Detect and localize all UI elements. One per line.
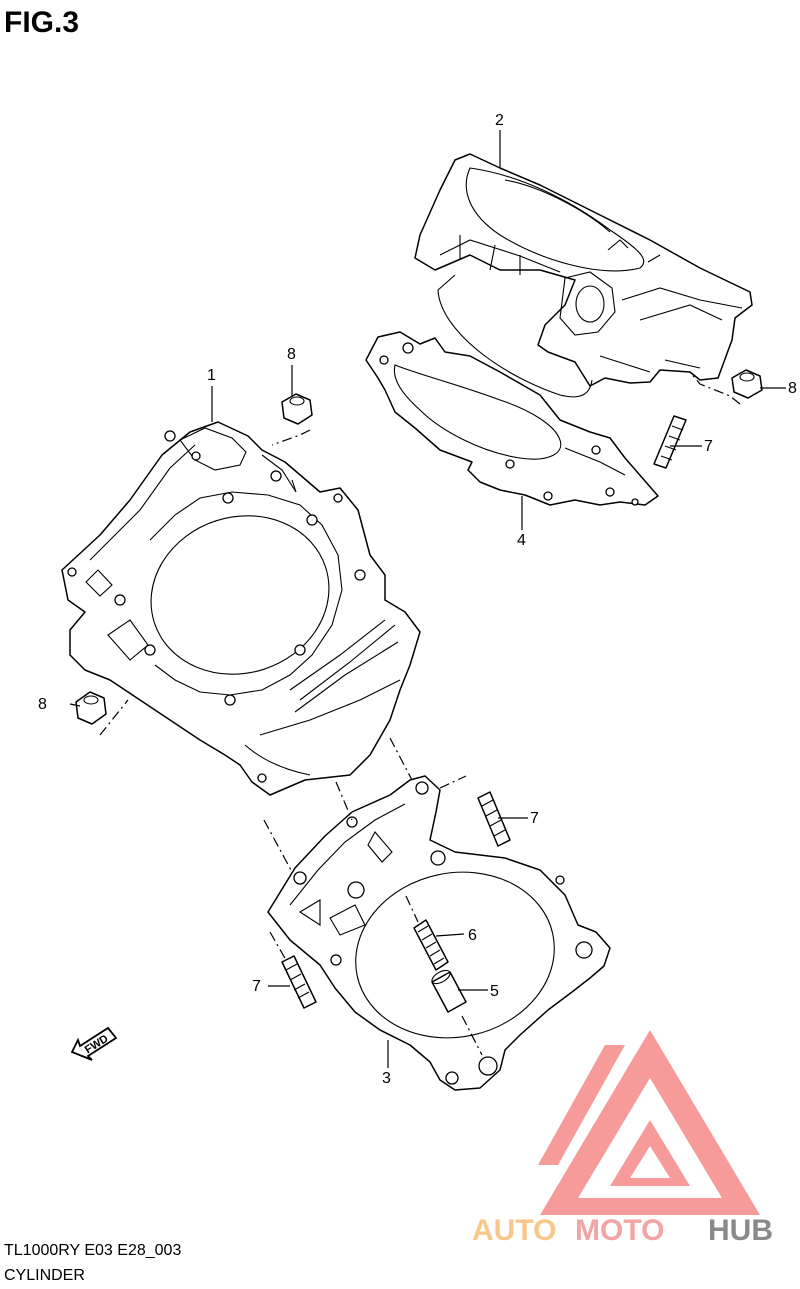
callout-8-left: 8 (38, 696, 47, 713)
assembly-centerlines (99, 371, 741, 1056)
automotohub-logo: AUTO MOTO HUB (472, 1030, 773, 1247)
callout-6: 6 (468, 927, 477, 944)
dowel-pin-part-5 (431, 969, 467, 1013)
callout-labels: 1 2 3 4 5 6 7 7 7 8 8 8 (38, 112, 797, 1087)
callout-5: 5 (490, 983, 499, 1000)
logo-word-hub: HUB (708, 1214, 773, 1247)
stud-part-7-lower (281, 955, 317, 1009)
figure-title: FIG.3 (4, 6, 79, 39)
callout-1: 1 (207, 367, 216, 384)
logo-word-auto: AUTO (472, 1214, 556, 1247)
rear-cylinder-part-2 (414, 153, 753, 398)
leader-lines (69, 130, 786, 1068)
fwd-arrow-icon: FWD (70, 1026, 118, 1061)
front-gasket-part-3 (267, 775, 611, 1091)
callout-8-right: 8 (788, 380, 797, 397)
stud-part-6 (413, 919, 449, 971)
callout-2: 2 (495, 112, 504, 129)
stud-part-7-rear (653, 415, 687, 469)
logo-word-moto: MOTO (575, 1214, 664, 1247)
callout-7-rear: 7 (704, 438, 713, 455)
front-cylinder-part-1 (61, 421, 421, 796)
callout-4: 4 (517, 532, 526, 549)
nut-part-8-top (281, 393, 313, 425)
rear-gasket-part-4 (365, 331, 659, 506)
callout-8-top: 8 (287, 346, 296, 363)
nut-part-8-left (75, 691, 107, 725)
model-code: TL1000RY E03 E28_003 (4, 1242, 181, 1259)
callout-7-lower: 7 (252, 978, 261, 995)
stud-part-7-mid (477, 791, 511, 847)
callout-3: 3 (382, 1070, 391, 1087)
callout-7-mid: 7 (530, 810, 539, 827)
nut-part-8-right (731, 369, 763, 399)
diagram-caption: CYLINDER (4, 1267, 85, 1284)
